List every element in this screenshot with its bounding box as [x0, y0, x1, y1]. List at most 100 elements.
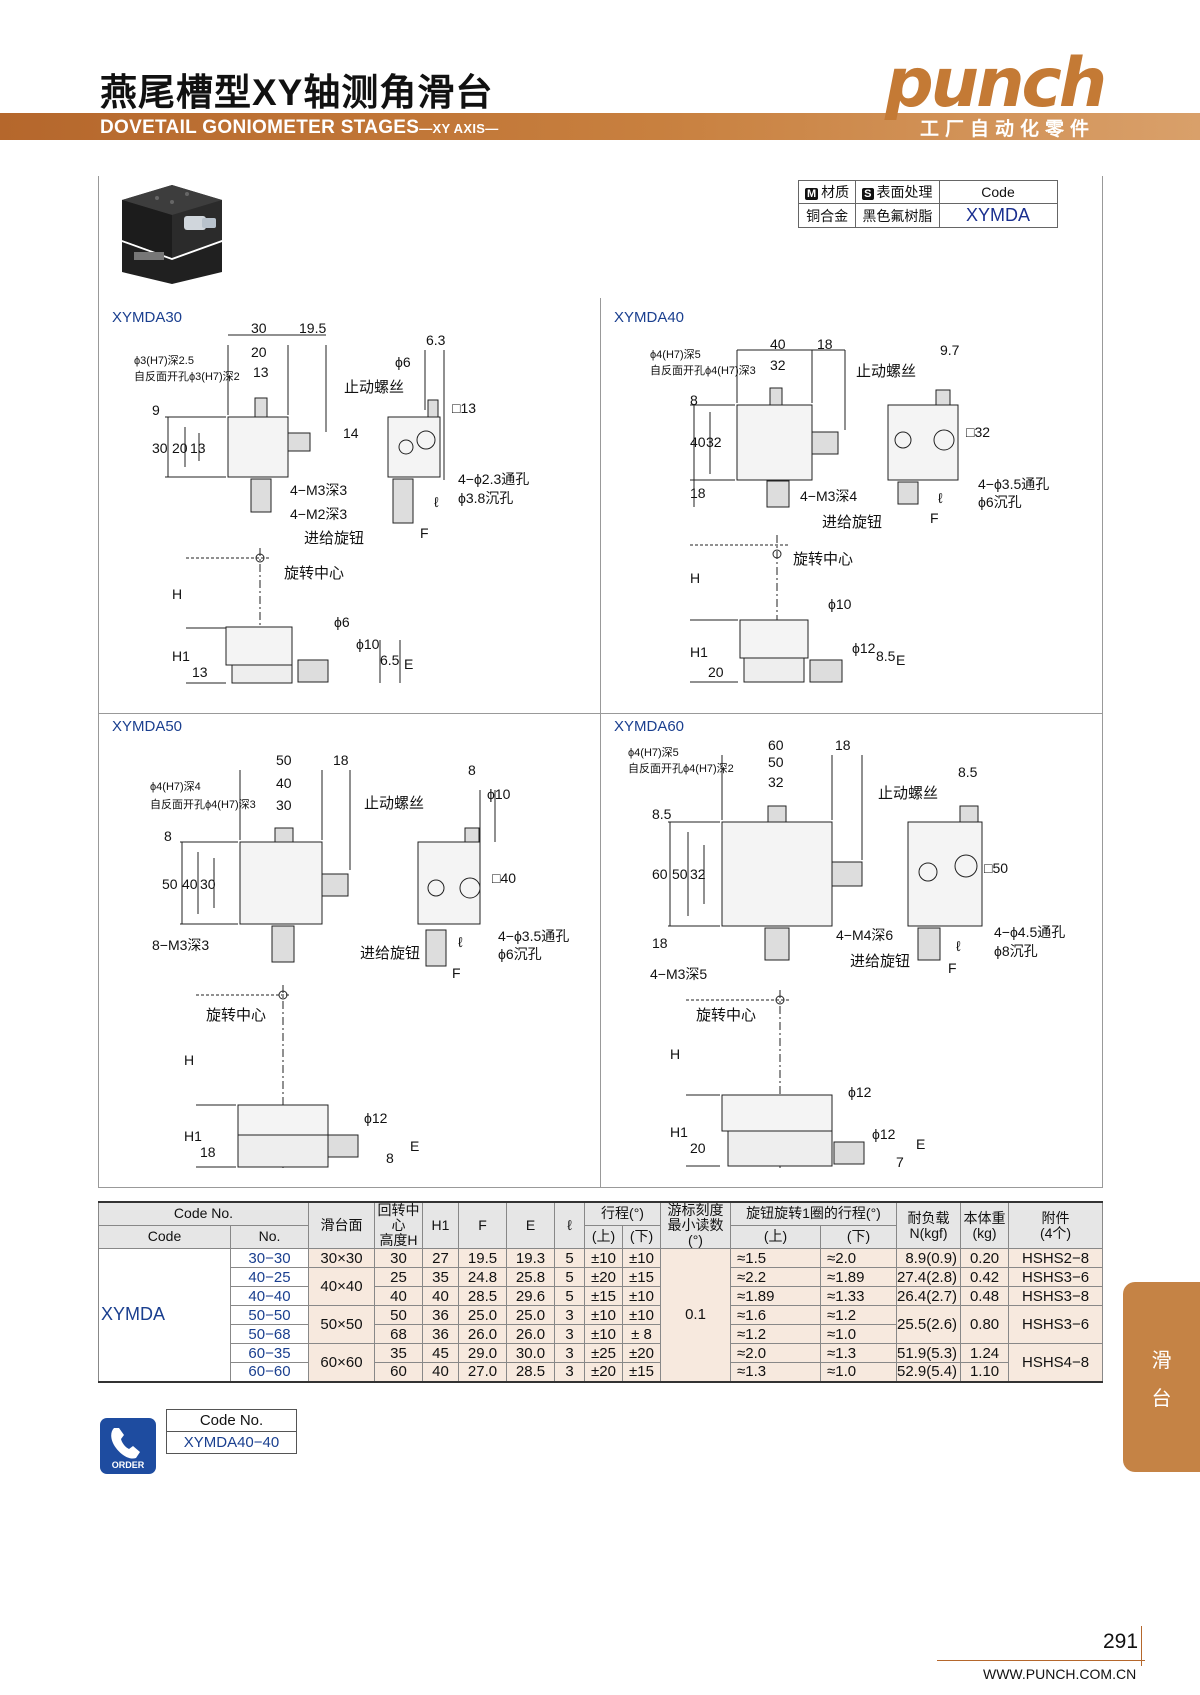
th-vernier-1: 游标刻度	[667, 1202, 724, 1218]
dim-label: E	[410, 1138, 420, 1154]
hole-note: ϕ6沉孔	[978, 494, 1022, 510]
th-knob-lower: (下)	[820, 1224, 897, 1250]
no-cell: 60−60	[230, 1362, 309, 1382]
dim-label: H1	[184, 1128, 202, 1144]
th-f: F	[458, 1201, 507, 1249]
table-row: 60−35 60×60 35 45 29.0 30.0 3 ±25 ±20 ≈2…	[99, 1343, 1104, 1382]
th-code-no: Code No.	[98, 1201, 309, 1226]
th-vernier: 游标刻度最小读数(°)	[660, 1201, 731, 1249]
dim-label: 30	[276, 797, 292, 813]
th-travel-lower: (下)	[622, 1224, 661, 1250]
dim-label: 32	[706, 434, 722, 450]
dim-label: ℓ	[458, 934, 463, 950]
material-label: 材质	[821, 184, 850, 200]
travel-upper-cell: ±25	[584, 1343, 623, 1363]
frame-divider-vertical	[600, 298, 601, 1188]
th-l: ℓ	[554, 1201, 585, 1249]
dim-label: 8.5	[652, 806, 672, 822]
rotation-center-label: 旋转中心	[206, 1007, 267, 1024]
thread-note: 4−M3深5	[650, 966, 708, 982]
f-cell: 19.5	[458, 1248, 507, 1268]
no-cell: 40−40	[230, 1286, 309, 1306]
th-code: Code	[98, 1224, 231, 1250]
face-cell: 50×50	[308, 1305, 375, 1344]
load-cell: 27.4(2.8)	[895, 1267, 962, 1287]
weight-cell: 0.20	[960, 1248, 1010, 1268]
weight-cell: 0.80	[960, 1305, 1010, 1344]
dim-label: 40	[770, 336, 786, 352]
e-cell: 29.6	[506, 1286, 555, 1306]
panel-label-xymda60: XYMDA60	[614, 718, 685, 735]
accessory-cell: HSHS3−6	[1008, 1267, 1104, 1287]
load-cell: 51.9(5.3)	[895, 1343, 962, 1363]
dim-label: ϕ10	[828, 596, 852, 612]
travel-upper-cell: ±10	[584, 1324, 623, 1344]
l-cell: 5	[554, 1286, 585, 1306]
panel-label-xymda50: XYMDA50	[112, 718, 183, 735]
h1-cell: 45	[422, 1343, 459, 1363]
th-accessory-2: (4个)	[1039, 1224, 1072, 1241]
hole-note: 4−ϕ3.5通孔	[978, 476, 1050, 492]
th-h1: H1	[422, 1201, 459, 1249]
dim-label: 18	[652, 935, 668, 951]
no-cell: 30−30	[230, 1248, 309, 1268]
h1-cell: 36	[422, 1305, 459, 1325]
dim-label: 9.7	[940, 342, 960, 358]
dim-label: □13	[452, 400, 477, 416]
dim-label: 7	[896, 1154, 904, 1170]
dim-label: 32	[690, 866, 706, 882]
th-load-1: 耐负载	[907, 1209, 950, 1226]
english-title: DOVETAIL GONIOMETER STAGES—XY AXIS—	[100, 117, 499, 139]
dim-label: 8.5	[876, 648, 896, 664]
dim-label: H	[670, 1046, 681, 1062]
dim-label: □50	[984, 860, 1009, 876]
travel-upper-cell: ±10	[584, 1248, 623, 1268]
dim-label: E	[896, 652, 906, 668]
xymda60-front-view	[686, 990, 865, 1168]
panel-label-xymda40: XYMDA40	[614, 309, 685, 326]
footer-url[interactable]: WWW.PUNCH.COM.CN	[983, 1666, 1137, 1682]
dim-label: ℓ	[938, 490, 943, 506]
th-no: No.	[230, 1224, 309, 1250]
thread-note: 4−M2深3	[290, 506, 348, 522]
h1-cell: 40	[422, 1286, 459, 1306]
th-rotation-center-1: 回转中心	[377, 1202, 420, 1233]
dim-label: ϕ12	[364, 1110, 388, 1126]
dim-label: □40	[492, 870, 517, 886]
face-cell: 30×30	[308, 1248, 375, 1268]
order-code-label: Code No.	[166, 1409, 297, 1432]
order-code-box: Code No. XYMDA40−40	[166, 1409, 297, 1454]
xymda40-front-view	[690, 535, 843, 683]
logo-word: punch	[885, 44, 1107, 123]
accessory-cell: HSHS3−8	[1008, 1286, 1104, 1306]
feed-knob-label: 进给旋钮	[304, 530, 365, 547]
h-cell: 60	[374, 1362, 423, 1382]
dim-label: E	[916, 1136, 926, 1152]
no-cell: 60−35	[230, 1343, 309, 1363]
panel-label-xymda30: XYMDA30	[112, 309, 183, 326]
xymda50-top-view	[180, 770, 351, 963]
thread-note: 4−M3深3	[290, 482, 348, 498]
hole-note: 自反面开孔ϕ4(H7)深3	[650, 365, 756, 377]
knob-lower-cell: ≈1.2	[820, 1305, 897, 1325]
dim-label: F	[420, 525, 429, 541]
l-cell: 3	[554, 1324, 585, 1344]
dim-label: 18	[333, 752, 349, 768]
dim-label: 30	[251, 320, 267, 336]
side-tab-slide[interactable]: 滑 台	[1123, 1282, 1200, 1472]
thread-note: 8−M3深3	[152, 937, 210, 953]
h-cell: 40	[374, 1286, 423, 1306]
dim-label: 19.5	[299, 320, 327, 336]
stop-screw-label: 止动螺丝	[344, 379, 405, 396]
english-title-main: DOVETAIL GONIOMETER STAGES	[100, 117, 420, 138]
l-cell: 3	[554, 1305, 585, 1325]
dim-label: 18	[690, 485, 706, 501]
dim-label: ℓ	[956, 938, 961, 954]
dim-label: H1	[670, 1124, 688, 1140]
dim-label: ϕ10	[356, 636, 380, 652]
th-weight: 本体重(kg)	[960, 1201, 1010, 1249]
hole-note: ϕ6沉孔	[498, 946, 542, 962]
hole-note: 自反面开孔ϕ4(H7)深2	[628, 763, 734, 775]
